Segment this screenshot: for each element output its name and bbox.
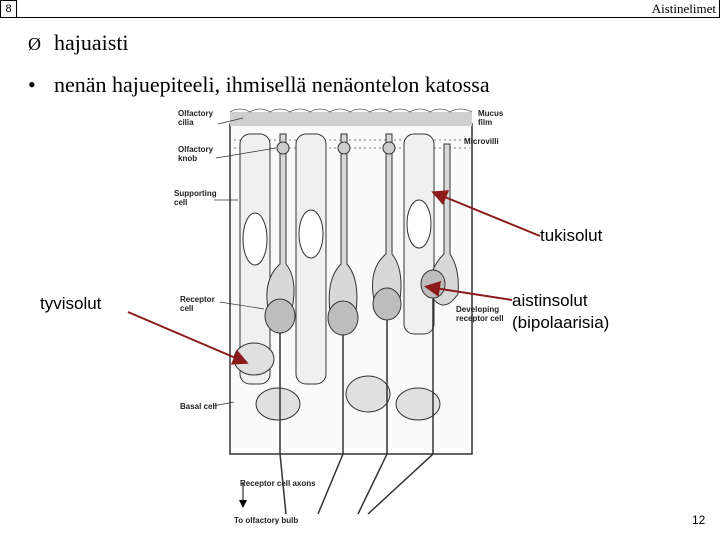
supporting-cell-nucleus	[406, 199, 432, 249]
receptor-cell-axons	[279, 298, 434, 515]
bullet-item-epiteeli: • nenän hajuepiteeli, ihmisellä nenäontel…	[28, 72, 490, 98]
annotation-tyvisolut: tyvisolut	[40, 294, 102, 313]
supporting-cell-nucleus	[242, 212, 268, 266]
to-bulb-arrow-head	[239, 500, 247, 508]
label-receptor-cell-axons: Receptor cell axons	[240, 479, 316, 488]
cilia-lines	[229, 108, 473, 113]
olfactory-knob	[276, 141, 290, 155]
basal-cell	[345, 375, 391, 413]
label-pointer-lines	[212, 117, 277, 407]
supporting-cell-nucleus	[298, 209, 324, 259]
header-title: Aistinelimet	[651, 1, 716, 16]
arrow-aistinsolut	[424, 280, 513, 301]
annotation-aistinsolut-line1: aistinsolut	[512, 291, 588, 310]
arrow-tukisolut	[431, 190, 541, 237]
annotation-aistinsolut-line2: (bipolaarisia)	[512, 313, 610, 332]
bullet-text: nenän hajuepiteeli, ihmisellä nenäontelo…	[54, 72, 490, 97]
bullet-text: hajuaisti	[54, 30, 129, 55]
label-basal-cell: Basal cell	[180, 402, 217, 411]
slide-number: 12	[692, 513, 706, 527]
arrow-tyvisolut	[127, 311, 249, 365]
page-number-box: 8	[0, 0, 17, 18]
developing-receptor-cell	[429, 143, 459, 306]
arrow-bullet-icon: Ø	[28, 34, 41, 54]
header-rule	[17, 17, 720, 18]
label-microvilli: Microvilli	[464, 137, 499, 146]
basal-cell	[255, 387, 301, 421]
olfactory-knob	[337, 141, 351, 155]
mucus-layer	[230, 112, 472, 126]
annotation-tukisolut: tukisolut	[540, 226, 603, 245]
annotation-aistinsolut: aistinsolut (bipolaarisia)	[512, 290, 609, 334]
label-to-olfactory-bulb: To olfactory bulb	[234, 516, 298, 525]
dot-bullet-icon: •	[28, 72, 36, 97]
supporting-cell	[295, 133, 327, 385]
olfactory-knob	[382, 141, 396, 155]
basal-cell	[395, 387, 441, 421]
